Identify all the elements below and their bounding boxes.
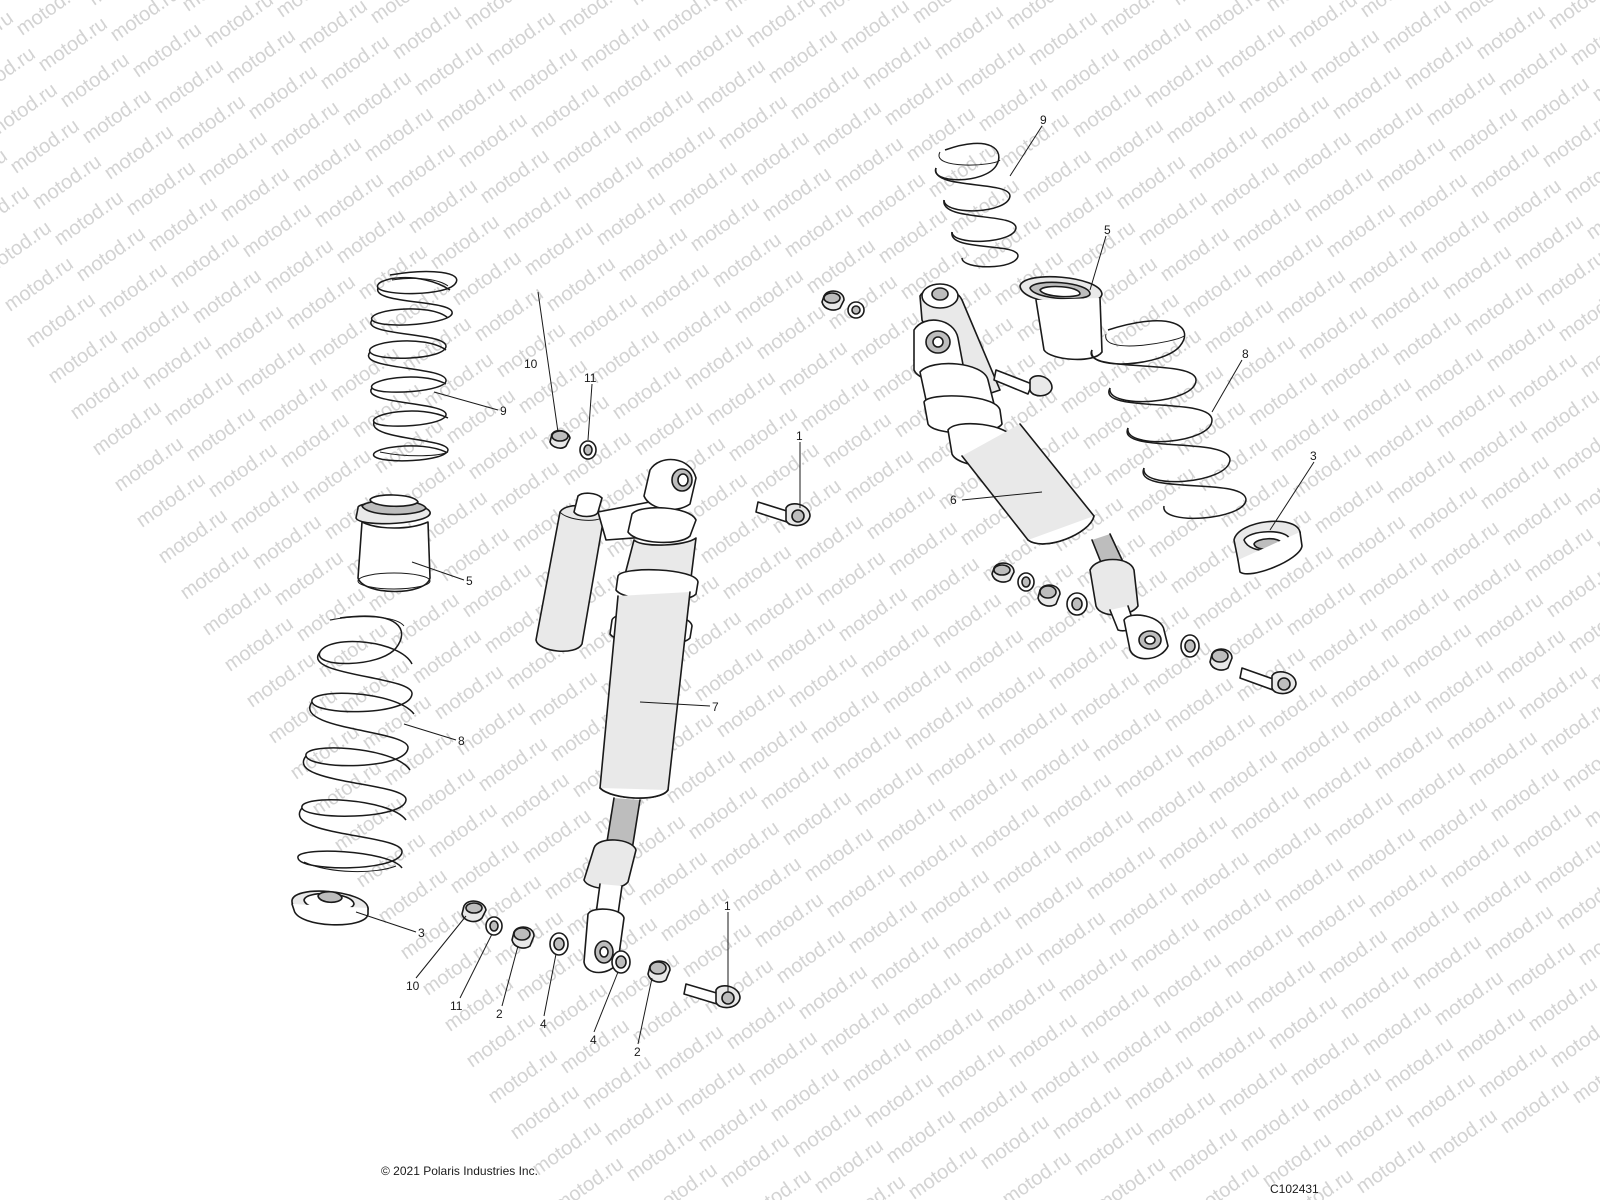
callout-1-bottom: 1 <box>724 899 731 913</box>
figure-id: C102431 <box>1270 1182 1319 1196</box>
washer-4-right <box>611 950 631 974</box>
copyright-notice: © 2021 Polaris Industries Inc. <box>381 1164 538 1178</box>
bump-stop-cup-left <box>355 494 431 593</box>
washer-right-lower-1 <box>1017 572 1035 592</box>
washer-11-top-left <box>579 440 597 460</box>
spring-small-left <box>367 270 458 462</box>
washer-top-right <box>847 301 865 319</box>
callout-6: 6 <box>950 493 957 507</box>
spring-large-left <box>297 615 415 873</box>
bushing-right-lower-1 <box>991 562 1015 583</box>
bolt-1-bottom-left <box>683 983 741 1009</box>
spring-large-right <box>1090 320 1247 520</box>
callout-3-right: 3 <box>1310 449 1317 463</box>
callout-9-right: 9 <box>1040 113 1047 127</box>
callout-7: 7 <box>712 700 719 714</box>
bushing-top-right <box>821 290 845 311</box>
callout-8-left: 8 <box>458 734 465 748</box>
bushing-10-bottom-left <box>461 900 487 923</box>
callout-5-left: 5 <box>466 574 473 588</box>
callout-5-right: 5 <box>1104 223 1111 237</box>
spacer-2-bottom-right <box>647 960 671 983</box>
bushing-10-top-left <box>549 429 571 449</box>
spring-small-right <box>935 142 1019 268</box>
spacer-2-bottom-left <box>511 926 535 949</box>
callout-11-bottom: 11 <box>450 999 463 1013</box>
callout-2-bottom-right: 2 <box>634 1045 641 1059</box>
shock-absorber-left <box>535 458 699 974</box>
callout-11-top: 11 <box>584 371 597 385</box>
callout-4-right: 4 <box>590 1033 597 1047</box>
callout-9-left: 9 <box>500 404 507 418</box>
washer-right-lower-2 <box>1066 592 1088 616</box>
spacer-right-lower-1 <box>1037 584 1061 607</box>
callout-10-bottom: 10 <box>406 979 420 993</box>
callout-3-left: 3 <box>418 926 425 940</box>
washer-right-lower-3 <box>1180 634 1200 658</box>
watermark-text: motod.ru <box>1544 0 1600 34</box>
callout-4-left: 4 <box>540 1017 547 1031</box>
spring-seat-left <box>291 890 369 926</box>
leader-lines <box>355 125 1315 1045</box>
callout-2-bottom-left: 2 <box>496 1007 503 1021</box>
bolt-1-top-left <box>755 501 811 527</box>
spring-seat-right <box>1233 520 1303 575</box>
bump-stop-cup-right <box>1019 275 1103 361</box>
shock-absorber-right <box>913 283 1169 660</box>
callout-labels: 9 5 8 3 10 11 1 7 10 11 2 4 4 2 1 9 5 8 … <box>406 113 1317 1059</box>
washer-11-bottom-left <box>485 916 503 936</box>
bolt-right-lower <box>1239 667 1297 695</box>
callout-8-right: 8 <box>1242 347 1249 361</box>
callout-10-top: 10 <box>524 357 538 371</box>
washer-4-left <box>549 932 569 956</box>
spacer-right-lower-2 <box>1209 648 1233 671</box>
callout-1-top: 1 <box>796 429 803 443</box>
